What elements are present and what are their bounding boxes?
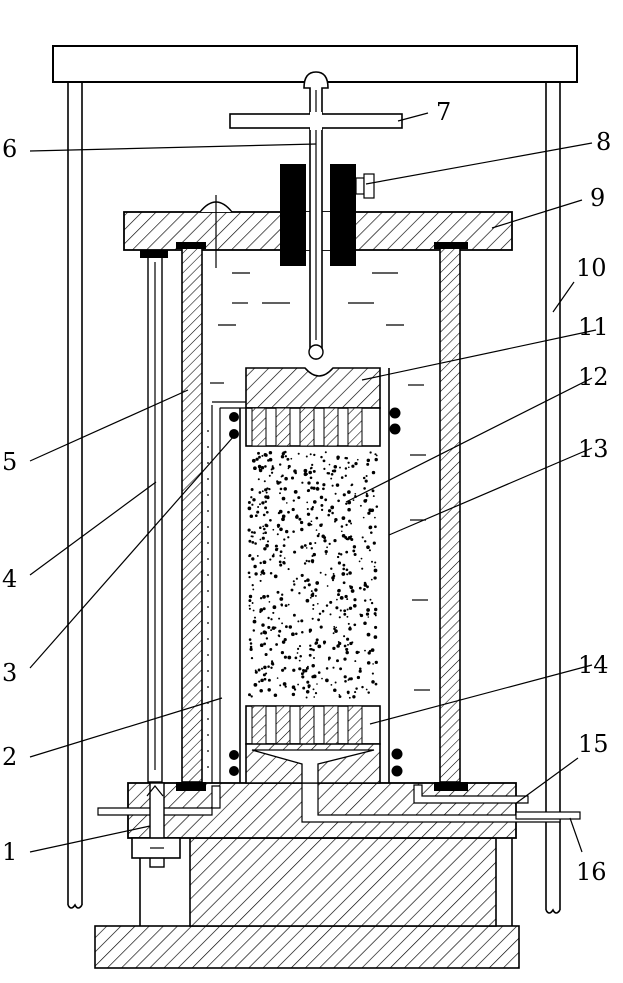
o-rings bbox=[229, 407, 403, 777]
label-1: 1 bbox=[2, 838, 17, 866]
label-8: 8 bbox=[596, 128, 611, 156]
top-porous-stone bbox=[245, 407, 381, 447]
label-6: 6 bbox=[2, 135, 17, 163]
label-13: 13 bbox=[578, 435, 609, 463]
frame-column-right bbox=[545, 82, 561, 914]
outlet-pipe bbox=[515, 811, 581, 820]
pedestal-block bbox=[189, 837, 497, 927]
label-5: 5 bbox=[2, 448, 17, 476]
soil-grains bbox=[247, 450, 379, 699]
label-4: 4 bbox=[2, 565, 17, 593]
bottom-porous-stone bbox=[245, 705, 381, 745]
label-15: 15 bbox=[578, 730, 609, 758]
base-plate bbox=[97, 771, 561, 839]
seal-bearing bbox=[280, 164, 375, 266]
label-14: 14 bbox=[578, 651, 609, 679]
tie-rod bbox=[140, 250, 168, 797]
label-3: 3 bbox=[2, 659, 17, 687]
ground-block bbox=[94, 925, 520, 969]
label-12: 12 bbox=[578, 363, 609, 391]
label-7: 7 bbox=[436, 98, 451, 126]
chamber-water bbox=[210, 272, 430, 691]
label-2: 2 bbox=[2, 743, 17, 771]
label-16: 16 bbox=[576, 858, 607, 886]
leader-lines bbox=[29, 112, 597, 853]
frame-column-left bbox=[67, 82, 83, 909]
label-11: 11 bbox=[578, 313, 609, 341]
soil-specimen bbox=[246, 448, 380, 704]
label-9: 9 bbox=[590, 184, 605, 212]
specimen-membrane bbox=[239, 368, 390, 783]
specimen-pedestal bbox=[245, 743, 381, 784]
chamber-cylinder bbox=[176, 242, 468, 791]
label-10: 10 bbox=[576, 254, 607, 282]
tie-bolt bbox=[131, 782, 181, 868]
top-cap bbox=[245, 367, 381, 409]
